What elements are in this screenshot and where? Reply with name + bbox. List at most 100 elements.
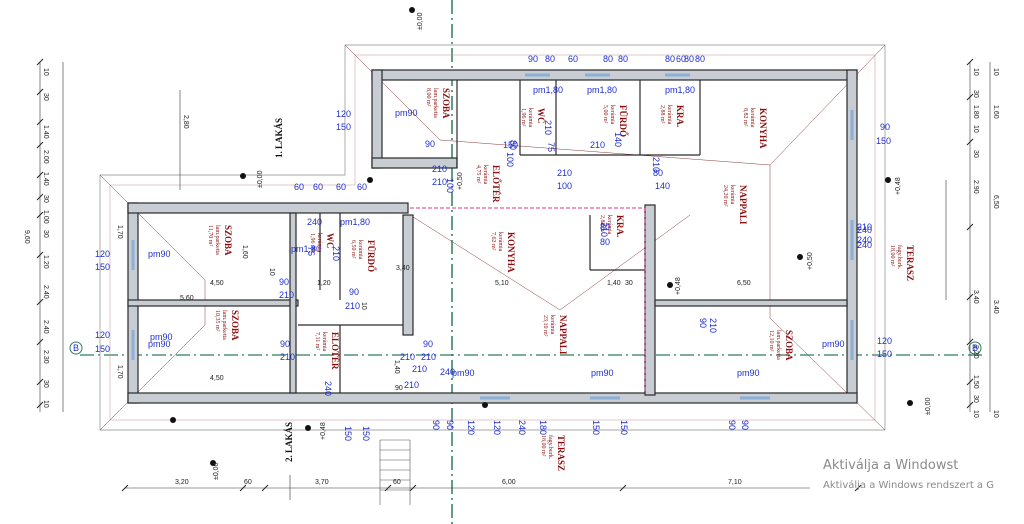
opening-label: 90 xyxy=(279,277,289,287)
dimension-bottom: 3,20 xyxy=(175,479,189,486)
dimension-interior: 6,50 xyxy=(737,280,751,287)
opening-label: 150 xyxy=(95,344,110,354)
opening-label: 120 xyxy=(492,420,502,435)
opening-label: 80 xyxy=(545,54,555,64)
opening-label: 210 xyxy=(279,290,294,300)
watermark-subtitle: Aktiválja a Windows rendszert a G xyxy=(823,480,994,491)
opening-label: 120 xyxy=(336,109,351,119)
room-floor: lam.parketta xyxy=(214,225,220,255)
opening-label: 210 xyxy=(331,246,341,261)
room-name: NAPPALI xyxy=(738,185,748,225)
dimension-interior: 4,50 xyxy=(210,375,224,382)
room-floor: fagy.burk. xyxy=(547,435,554,460)
room-area: 18,00 m² xyxy=(889,245,895,267)
room-name: KONYHA xyxy=(758,108,768,149)
room-floor: kerámia xyxy=(666,105,672,125)
level-right-bottom: ±0,00 xyxy=(925,397,932,415)
dimension-left: 30 xyxy=(42,380,49,388)
b-marker-circles xyxy=(69,341,982,355)
opening-label: 90 xyxy=(880,122,890,132)
room-floor: kerámia xyxy=(549,315,555,335)
room-floor: lam.parketta xyxy=(221,310,227,340)
room-area: 24,20 m² xyxy=(722,185,728,207)
dimension-right-inner: 1.60 xyxy=(992,105,999,119)
opening-label: 210 xyxy=(412,364,427,374)
level-mid1: +0,50 xyxy=(457,172,464,190)
opening-label: 210 xyxy=(345,301,360,311)
dimension-left: 2.40 xyxy=(42,320,49,334)
dimension-right: 2.90 xyxy=(972,180,979,194)
room-name: SZOBA xyxy=(441,88,451,119)
dimension-right-inner: 10 xyxy=(992,68,999,76)
room-floor: kerámia xyxy=(609,105,615,125)
room-area: 8,82 m² xyxy=(742,108,748,127)
opening-label: 80 xyxy=(665,54,675,64)
dimension-interior: 3,40 xyxy=(396,265,410,272)
opening-label: 80 xyxy=(603,54,613,64)
opening-label: 210 xyxy=(857,222,872,232)
opening-label: pm1,80 xyxy=(291,244,321,254)
opening-label: 120 xyxy=(877,336,892,346)
room-name: KRA. xyxy=(615,215,625,237)
opening-label: pm1,80 xyxy=(587,85,617,95)
dimension-right-inner: 3.40 xyxy=(992,300,999,314)
room-name: ELŐTÉR xyxy=(330,332,340,370)
dimension-right: 30 xyxy=(972,150,979,158)
opening-label: 210 xyxy=(557,168,572,178)
dimension-left: 1.00 xyxy=(42,210,49,224)
opening-label: 120 xyxy=(95,330,110,340)
opening-label: 80 xyxy=(508,140,518,150)
room-name: SZOBA xyxy=(223,225,233,256)
dimension-left-inner: 9,60 xyxy=(23,230,30,244)
room-name: FÜRDŐ xyxy=(366,240,376,272)
dimension-left: 10 xyxy=(42,400,49,408)
dimension-left-inner: 1,70 xyxy=(116,225,123,239)
opening-label: 150 xyxy=(503,140,518,150)
level-mid3: +0,48 xyxy=(675,277,682,295)
opening-label: 240 xyxy=(857,235,872,245)
opening-label: 240 xyxy=(440,367,455,377)
opening-label: 140 xyxy=(655,181,670,191)
watermark-title: Aktiválja a Windowst xyxy=(823,458,959,473)
room-name: FÜRDŐ xyxy=(618,105,628,137)
opening-label: 90 xyxy=(425,139,435,149)
axis-b-left: B xyxy=(73,343,79,353)
room-area: 18,00 m² xyxy=(540,435,546,457)
room-area: 7,62 m² xyxy=(490,232,496,251)
dimension-bottom: 6,00 xyxy=(502,479,516,486)
opening-label: pm90 xyxy=(591,368,614,378)
dimension-left: 10 xyxy=(42,68,49,76)
level-right-top: +0,48 xyxy=(895,177,902,195)
opening-label: 150 xyxy=(361,426,371,441)
dimension-right: 2.20 xyxy=(972,345,979,359)
dimension-left: 1.40 xyxy=(42,125,49,139)
dimension-bottom: 3,70 xyxy=(315,479,329,486)
interior-walls xyxy=(298,80,701,393)
opening-label: 210 xyxy=(651,157,661,172)
dimension-left: 30 xyxy=(42,230,49,238)
room-floor: kerámia xyxy=(316,233,322,253)
room-floor: kerámia xyxy=(527,108,533,128)
room-name: SZOBA xyxy=(784,330,794,361)
dimension-interior: 1,40 xyxy=(607,280,621,287)
opening-label: 210 xyxy=(432,164,447,174)
room-area: 10,35 m² xyxy=(214,310,220,332)
room-area: 6,50 m² xyxy=(350,240,356,259)
opening-label: 240 xyxy=(307,217,322,227)
dimension-left: 30 xyxy=(42,195,49,203)
room-area: 4,75 m² xyxy=(475,165,481,184)
opening-label: 90 xyxy=(423,339,433,349)
dimension-interior: 5,60 xyxy=(180,295,194,302)
opening-label: pm90 xyxy=(150,332,173,342)
section-lakas-2: 2. LAKÁS xyxy=(284,422,294,462)
section-lakas-1: 1. LAKÁS xyxy=(274,118,284,158)
dimension-interior: 10 xyxy=(268,268,275,276)
opening-label: 210 xyxy=(708,318,718,333)
opening-label: 210 xyxy=(590,140,605,150)
room-name: KRA. xyxy=(675,105,685,127)
opening-label: 210 xyxy=(400,352,415,362)
dimension-left: 2.30 xyxy=(42,350,49,364)
room-area: 2,88 m² xyxy=(659,105,665,124)
opening-label: 90 xyxy=(445,420,455,430)
